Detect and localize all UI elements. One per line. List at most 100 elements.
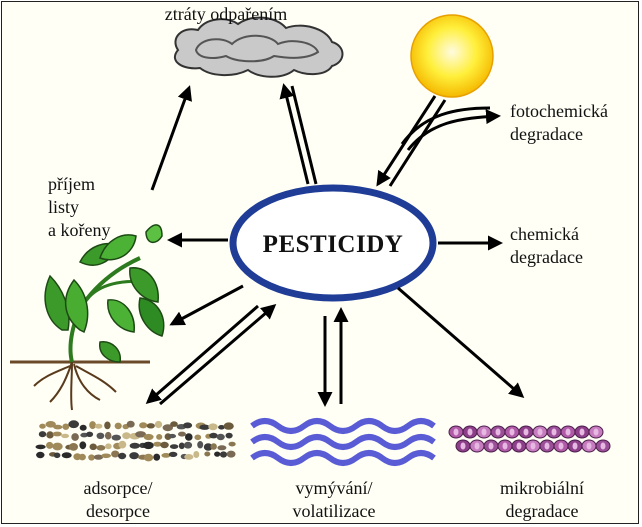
label-uptake-1: příjem bbox=[48, 174, 95, 194]
soil-pebble bbox=[209, 432, 218, 439]
soil-pebble bbox=[162, 424, 173, 432]
soil-pebble bbox=[194, 434, 202, 441]
microbe-nucleus bbox=[551, 428, 557, 436]
label-uptake-3: a kořeny bbox=[48, 220, 110, 240]
soil-pebble bbox=[118, 440, 127, 449]
soil-pebble bbox=[154, 420, 163, 429]
microbe-nucleus bbox=[523, 428, 529, 436]
microbe-nucleus bbox=[516, 442, 522, 450]
label-leaching-1: vymývání/ bbox=[296, 478, 373, 498]
sun-icon bbox=[410, 14, 494, 98]
arrow-evaporation bbox=[279, 83, 310, 185]
soil-icon bbox=[35, 420, 236, 462]
arrows bbox=[145, 83, 525, 407]
microbe-nucleus bbox=[509, 428, 515, 436]
soil-pebble bbox=[89, 443, 97, 451]
soil-pebble bbox=[52, 442, 63, 451]
microbe-nucleus bbox=[593, 428, 599, 436]
soil-pebble bbox=[39, 423, 46, 429]
soil-pebble bbox=[228, 441, 236, 447]
label-adsorption-2: desorpce bbox=[86, 501, 150, 521]
arrow-adsorption bbox=[145, 304, 259, 404]
soil-pebble bbox=[111, 434, 122, 441]
soil-pebble bbox=[89, 421, 96, 430]
soil-pebble bbox=[139, 422, 148, 429]
soil-pebble bbox=[78, 453, 86, 461]
soil-pebble bbox=[46, 441, 54, 449]
soil-pebble bbox=[53, 424, 63, 430]
soil-pebble bbox=[143, 433, 154, 441]
label-chemical-2: degradace bbox=[510, 247, 583, 267]
soil-pebble bbox=[96, 432, 105, 439]
soil-pebble bbox=[193, 451, 200, 458]
cloud-icon bbox=[173, 16, 344, 78]
arrow-evaporation-back bbox=[290, 85, 318, 185]
soil-pebble bbox=[79, 424, 87, 431]
soil-pebble bbox=[46, 431, 54, 439]
soil-pebble bbox=[168, 451, 178, 457]
arrow-desorption bbox=[159, 304, 277, 406]
soil-pebble bbox=[199, 424, 210, 430]
arrow-uptake-to-cloud bbox=[150, 85, 192, 191]
soil-pebble bbox=[178, 431, 186, 437]
soil-pebble bbox=[69, 443, 78, 451]
label-leaching-2: volatilizace bbox=[293, 501, 376, 521]
soil-pebble bbox=[114, 422, 122, 430]
soil-pebble bbox=[94, 423, 103, 429]
soil-pebble bbox=[111, 450, 120, 458]
soil-pebble bbox=[218, 425, 225, 430]
pesticide-ellipse bbox=[229, 184, 437, 302]
soil-pebble bbox=[135, 431, 147, 438]
label-chemical-1: chemická bbox=[510, 224, 579, 244]
label-uptake-2: listy bbox=[48, 197, 79, 217]
soil-pebble bbox=[168, 433, 176, 439]
label-microbial-1: mikrobiální bbox=[500, 478, 584, 498]
microbe-nucleus bbox=[460, 442, 466, 450]
soil-pebble bbox=[96, 445, 106, 451]
soil-pebble bbox=[93, 454, 104, 460]
soil-pebble bbox=[122, 432, 131, 440]
soil-pebble bbox=[45, 421, 56, 428]
soil-pebble bbox=[35, 444, 46, 450]
soil-pebble bbox=[71, 433, 79, 441]
soil-pebble bbox=[104, 431, 112, 440]
soil-pebble bbox=[38, 431, 47, 438]
soil-pebble bbox=[161, 453, 171, 458]
soil-pebble bbox=[156, 434, 163, 440]
soil-pebble bbox=[105, 443, 112, 450]
microbe-nucleus bbox=[558, 442, 564, 450]
soil-pebble bbox=[185, 433, 193, 441]
soil-pebble bbox=[86, 431, 94, 437]
soil-pebble bbox=[210, 443, 217, 450]
label-microbial-2: degradace bbox=[506, 501, 579, 521]
soil-pebble bbox=[183, 441, 193, 449]
microbe-nucleus bbox=[502, 442, 508, 450]
soil-pebble bbox=[170, 421, 178, 427]
plant-icon bbox=[10, 224, 165, 411]
soil-pebble bbox=[118, 452, 127, 460]
soil-pebble bbox=[146, 423, 155, 429]
microbe-nucleus bbox=[481, 428, 487, 436]
soil-pebble bbox=[88, 454, 95, 461]
soil-pebble bbox=[52, 431, 62, 437]
soil-pebble bbox=[61, 433, 70, 439]
soil-pebble bbox=[203, 443, 213, 451]
soil-pebble bbox=[219, 451, 228, 458]
arrow-sun-to-ellipse-2 bbox=[388, 99, 447, 187]
arrow-photochemical-2 bbox=[400, 106, 491, 145]
label-photochemical-2: degradace bbox=[510, 124, 583, 144]
soil-pebble bbox=[223, 422, 234, 430]
soil-pebble bbox=[153, 453, 161, 461]
soil-pebble bbox=[204, 451, 211, 457]
soil-pebble bbox=[129, 442, 140, 449]
water-waves-icon bbox=[250, 418, 436, 466]
microbe-nucleus bbox=[579, 428, 585, 436]
soil-pebble bbox=[178, 442, 185, 450]
soil-pebble bbox=[129, 452, 139, 460]
microbe-nucleus bbox=[572, 442, 578, 450]
soil-pebble bbox=[101, 453, 111, 459]
soil-pebble bbox=[153, 441, 162, 447]
soil-pebble bbox=[216, 433, 225, 441]
microbe-nucleus bbox=[586, 442, 592, 450]
